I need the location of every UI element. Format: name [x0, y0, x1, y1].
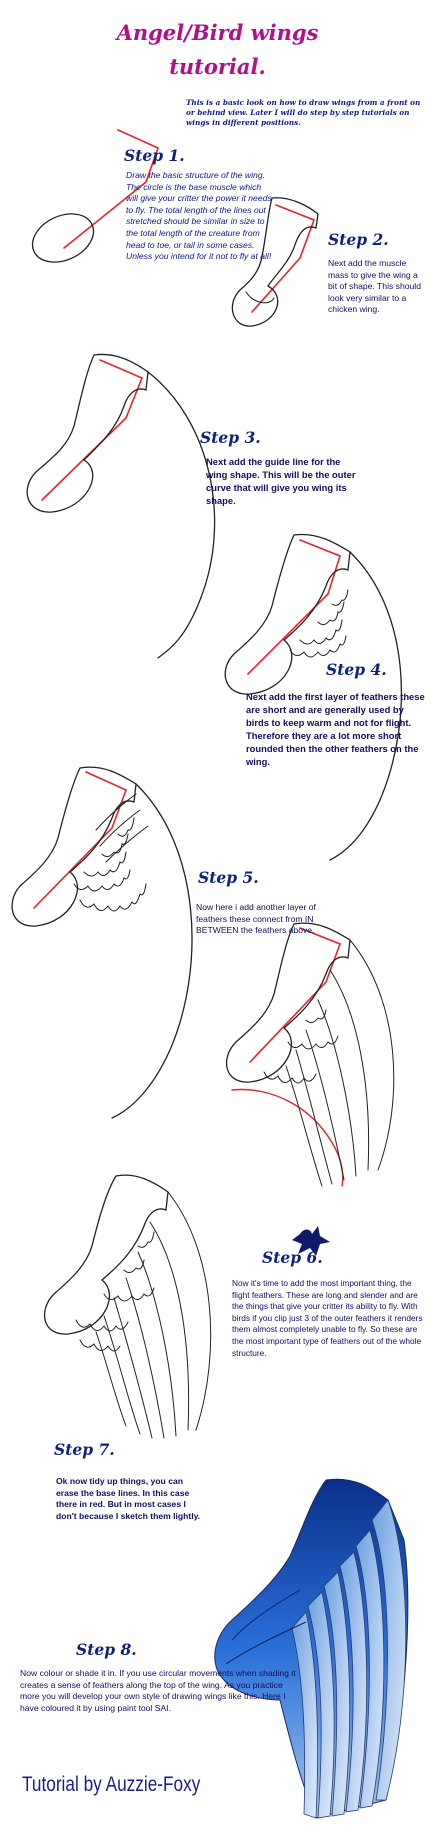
step-3-text: Next add the guide line for the wing sha…: [206, 456, 356, 506]
step4-drawing: [224, 533, 403, 861]
step2-drawing: [231, 197, 319, 327]
step3-drawing: [26, 353, 216, 659]
tutorial-title-line-2: tutorial.: [169, 54, 266, 79]
step5-drawing: [11, 766, 193, 1119]
tutorial-title-line-1: Angel/Bird wings: [116, 20, 319, 45]
step-7-heading: Step 7.: [54, 1440, 115, 1459]
step-4-text: Next add the first layer of feathers the…: [246, 691, 425, 767]
credit-text: Tutorial by Auzzie-Foxy: [22, 1773, 201, 1796]
step-8-text: Now colour or shade it in. If you use ci…: [20, 1668, 296, 1713]
step-4-heading: Step 4.: [326, 660, 387, 679]
step-5-heading: Step 5.: [198, 868, 259, 887]
step1-drawing: [31, 129, 159, 263]
bird-silhouette-icon: [292, 1226, 330, 1256]
intro-text: This is a basic look on how to draw wing…: [186, 98, 421, 127]
step8-coloured-wing: [214, 1478, 409, 1819]
step-2-heading: Step 2.: [328, 230, 389, 249]
step-6-heading: Step 6.: [262, 1248, 323, 1267]
step-2-text: Next add the muscle mass to give the win…: [328, 258, 421, 315]
step-8-heading: Step 8.: [76, 1640, 137, 1659]
step6-guide-drawing: [226, 922, 395, 1187]
step-3-heading: Step 3.: [200, 428, 261, 447]
step-5-text: Now here i add another layer of feathers…: [196, 902, 316, 936]
step-6-text: Now it's time to add the most important …: [232, 1278, 423, 1358]
step-7-text: Ok now tidy up things, you can erase the…: [56, 1476, 201, 1521]
step7-drawing: [44, 1174, 212, 1439]
step-1-heading: Step 1.: [124, 146, 185, 165]
step-1-text: Draw the basic structure of the wing. Th…: [126, 170, 272, 262]
